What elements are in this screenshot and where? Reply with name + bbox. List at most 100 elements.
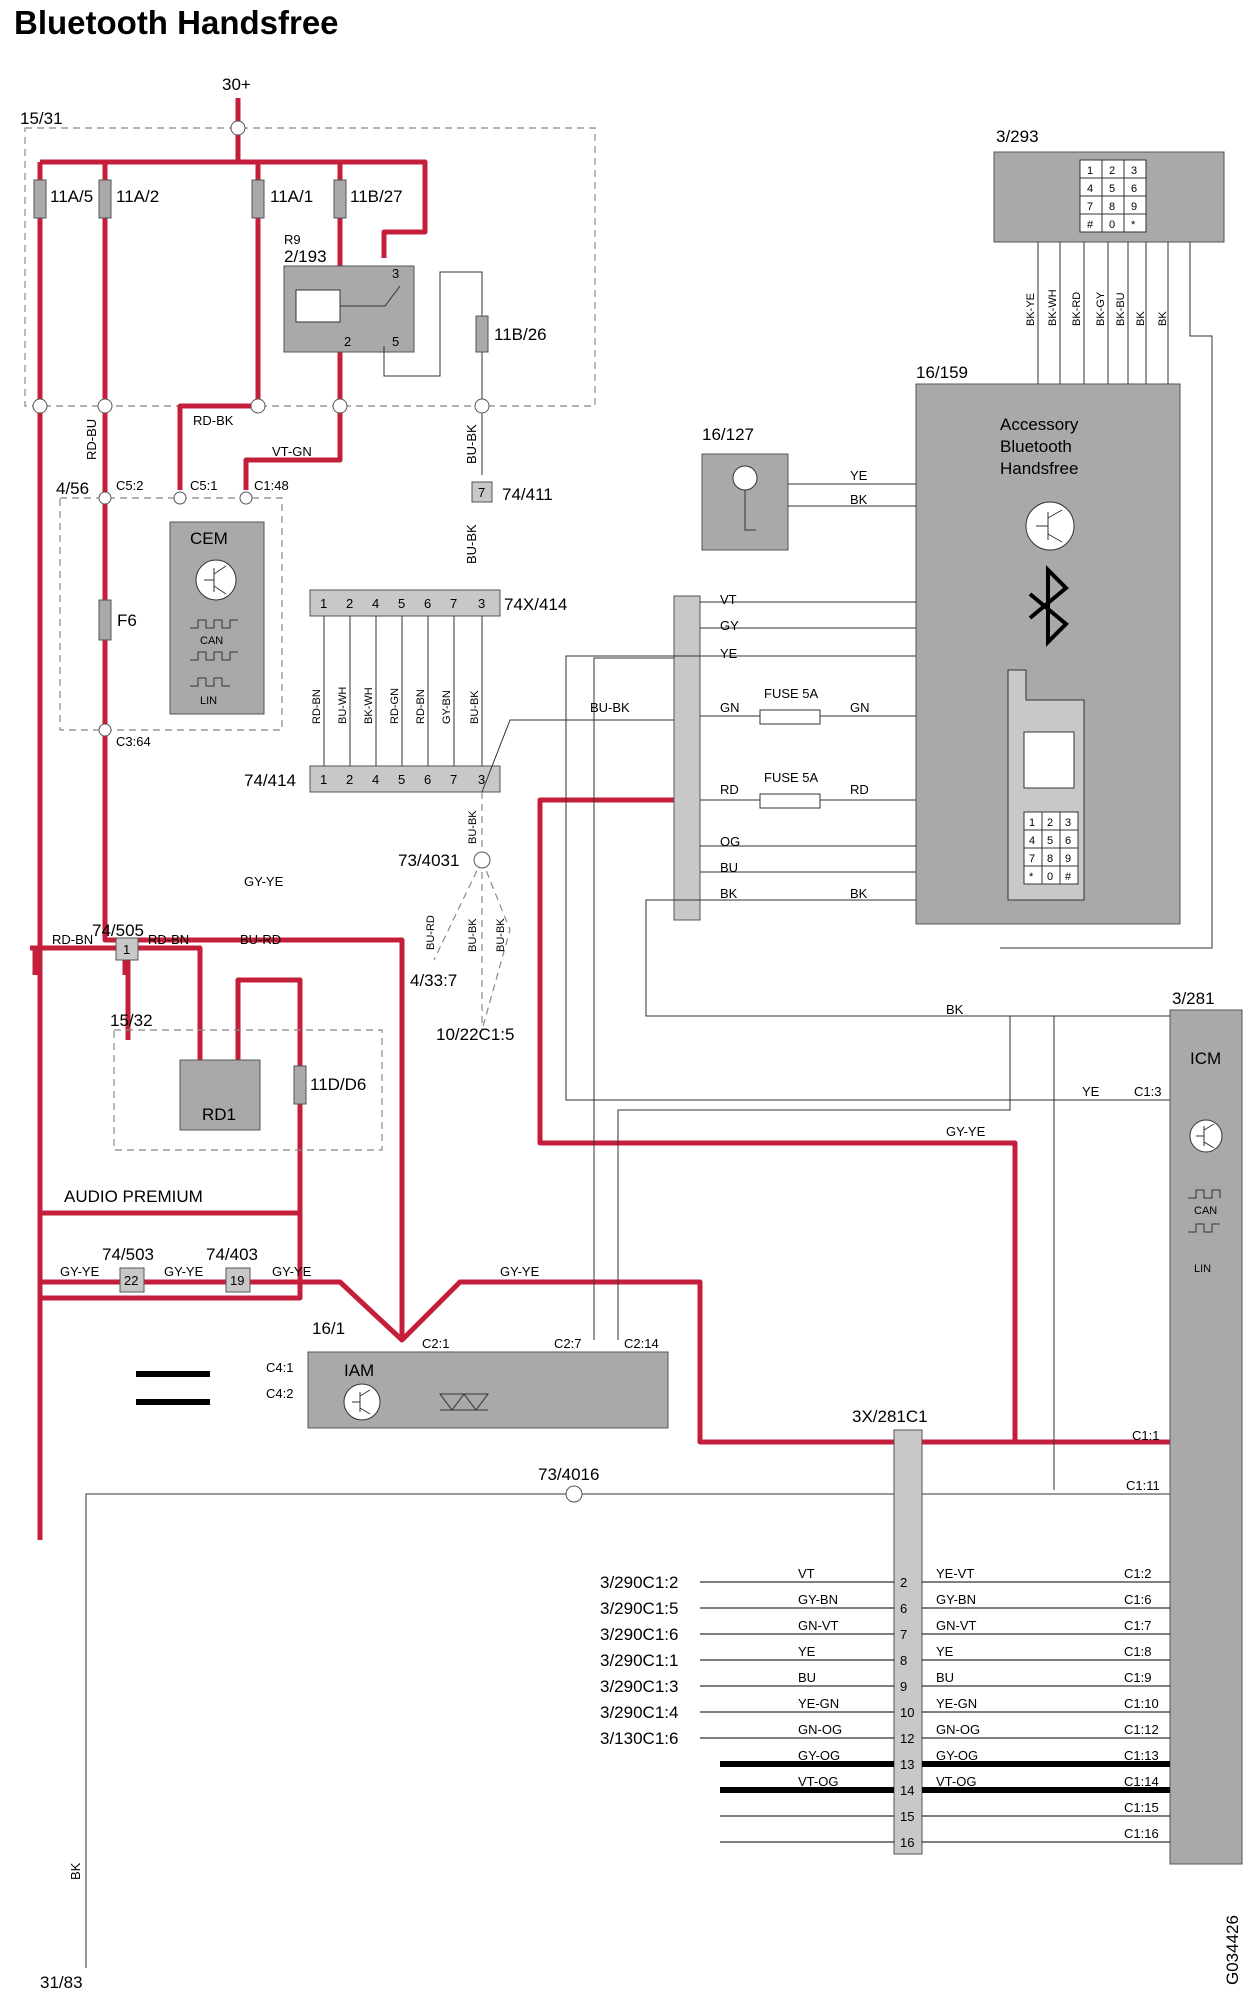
svg-text:11A/1: 11A/1	[270, 187, 313, 206]
svg-text:7: 7	[478, 485, 485, 500]
svg-text:VT: VT	[720, 592, 737, 607]
connector-281-pin: 14	[900, 1783, 914, 1798]
pin-c148: C1:48	[254, 478, 289, 493]
svg-text:7: 7	[450, 772, 457, 787]
connector-281-right-color: VT-OG	[936, 1774, 976, 1789]
svg-text:5: 5	[392, 334, 399, 349]
splice-73-4031: 73/4031	[398, 851, 491, 870]
pin-c13: C1:3	[1134, 1084, 1161, 1099]
diagram-title: Bluetooth Handsfree	[14, 4, 339, 41]
svg-text:11D/D6: 11D/D6	[310, 1075, 366, 1094]
svg-text:FUSE 5A: FUSE 5A	[764, 770, 819, 785]
connector-281-pin: 16	[900, 1835, 914, 1850]
connector-74x-414: 74X/414	[309, 589, 567, 617]
svg-text:Accessory: Accessory	[1000, 415, 1079, 434]
fusebox-15-31-outline	[24, 127, 596, 407]
svg-text:11B/26: 11B/26	[494, 325, 547, 344]
connector-281-pin: 10	[900, 1705, 914, 1720]
svg-text:3: 3	[478, 772, 485, 787]
svg-text:RD: RD	[720, 782, 739, 797]
pin-c51: C5:1	[190, 478, 217, 493]
phone-key-label: 0	[1047, 871, 1053, 883]
wire-rd-bu: RD-BU	[84, 419, 99, 460]
phone-key-label: 4	[1029, 835, 1035, 847]
svg-text:1: 1	[320, 596, 327, 611]
svg-text:LIN: LIN	[200, 695, 217, 707]
wire-rd-bn-2: RD-BN	[148, 932, 189, 947]
svg-text:2/193: 2/193	[284, 247, 327, 266]
svg-text:74/505: 74/505	[92, 921, 144, 940]
svg-text:1: 1	[320, 772, 327, 787]
svg-text:4: 4	[372, 772, 379, 787]
svg-text:BK-WH: BK-WH	[1047, 289, 1059, 326]
pin-c364: C3:64	[116, 734, 151, 749]
svg-text:11B/27: 11B/27	[350, 187, 403, 206]
wire-gy-ye-icm: GY-YE	[946, 1124, 986, 1139]
connector-281-destination: 3/290C1:4	[600, 1703, 678, 1722]
connector-281-right-color: YE	[936, 1644, 954, 1659]
svg-text:RD: RD	[850, 782, 869, 797]
svg-text:BK-BU: BK-BU	[1115, 292, 1127, 326]
svg-text:5: 5	[398, 596, 405, 611]
relay-2-193: R9 2/193 3 5 2	[283, 232, 415, 353]
svg-text:CAN: CAN	[1194, 1205, 1217, 1217]
svg-text:3: 3	[478, 596, 485, 611]
wire-gy-ye-1: GY-YE	[60, 1264, 100, 1279]
cem-box-outline	[59, 497, 283, 731]
phone-key-label: #	[1065, 871, 1072, 883]
wire-bk-mic: BK	[850, 492, 868, 507]
svg-text:4: 4	[372, 596, 379, 611]
connector-281-icm-pin: C1:10	[1124, 1696, 1159, 1711]
svg-text:GY: GY	[720, 618, 739, 633]
connector-281-destination: 3/290C1:6	[600, 1625, 678, 1644]
fuse-11a2: 11A/2	[98, 179, 159, 219]
keypad-key-label: 3	[1131, 165, 1137, 177]
svg-text:2: 2	[346, 596, 353, 611]
connector-74-414: 74/414	[244, 765, 501, 793]
svg-text:19: 19	[230, 1273, 244, 1288]
pin-c111: C1:11	[1126, 1478, 1160, 1493]
connector-74-411: 7 74/411	[471, 481, 553, 504]
phone-key-label: 7	[1029, 853, 1035, 865]
pin-c42: C4:2	[266, 1386, 293, 1401]
svg-text:BK: BK	[720, 886, 738, 901]
connector-281-pin: 9	[900, 1679, 907, 1694]
svg-text:RD1: RD1	[202, 1105, 236, 1124]
pin-c41: C4:1	[266, 1360, 293, 1375]
svg-text:6: 6	[424, 596, 431, 611]
wire-rd-bk: RD-BK	[193, 413, 234, 428]
cem-module: CEM CAN LIN	[169, 521, 265, 715]
cem-box-label: 4/56	[56, 479, 89, 498]
figure-id: G034426	[1223, 1915, 1242, 1985]
connector-74-414-wires: RD-BN BU-WH BK-WH RD-GN RD-BN GY-BN BU-B…	[311, 687, 481, 724]
svg-text:BK-RD: BK-RD	[1071, 292, 1083, 326]
wire-bu-bk-5: BU-BK	[495, 918, 507, 952]
power-30-label: 30+	[222, 75, 251, 94]
connector-281-icm-pin: C1:15	[1124, 1800, 1159, 1815]
svg-text:22: 22	[124, 1273, 138, 1288]
keypad-key-label: 8	[1109, 201, 1115, 213]
keypad-key-label: 4	[1087, 183, 1093, 195]
svg-text:R9: R9	[284, 232, 301, 247]
connector-281-right-color: GY-BN	[936, 1592, 976, 1607]
wire-gy-ye-4: GY-YE	[244, 874, 284, 889]
svg-text:Bluetooth: Bluetooth	[1000, 437, 1072, 456]
connector-281-pin: 2	[900, 1575, 907, 1590]
connector-281-left-color: YE	[798, 1644, 816, 1659]
splice-73-4016: 73/4016	[538, 1465, 599, 1503]
phone-key-label: 3	[1065, 817, 1071, 829]
svg-text:CEM: CEM	[190, 529, 228, 548]
connector-281-left-color: VT	[798, 1566, 815, 1581]
connector-281-destination: 3/130C1:6	[600, 1729, 678, 1748]
keypad-key-label: 7	[1087, 201, 1093, 213]
pin-c11: C1:1	[1132, 1428, 1159, 1443]
svg-text:BK-YE: BK-YE	[1025, 293, 1037, 326]
connector-281-left-color: VT-OG	[798, 1774, 838, 1789]
svg-text:BU: BU	[720, 860, 738, 875]
wire-gy-ye-3: GY-YE	[272, 1264, 312, 1279]
central-connector	[673, 595, 701, 921]
svg-text:BU-WH: BU-WH	[337, 687, 349, 724]
phone-key-label: 2	[1047, 817, 1053, 829]
